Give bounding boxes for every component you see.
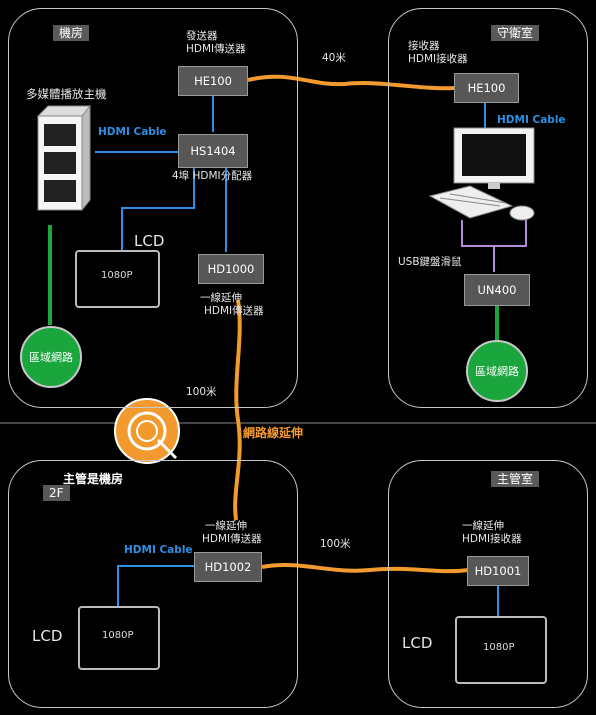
caption-kvm: USB鍵盤滑鼠 — [398, 256, 462, 268]
lcd-screen-top: 1080P — [75, 250, 160, 308]
caption-media-host: 多媒體播放主機 — [26, 87, 107, 101]
lcd-label-bottom-left: LCD — [32, 627, 63, 645]
cable-label-bottom: HDMI Cable — [124, 544, 193, 556]
lcd-label-bottom-right: LCD — [402, 634, 433, 652]
lcd-resolution-top: 1080P — [101, 270, 133, 281]
room-machine-room: 機房 — [8, 8, 298, 408]
cable-label-host: HDMI Cable — [98, 126, 167, 138]
caption-he100-rx-line2: HDMI接收器 — [408, 53, 468, 65]
caption-hd1002-line1: 一線延伸 — [205, 520, 247, 532]
orange-cable-100m-bottom — [261, 563, 469, 574]
device-hd1000: HD1000 — [198, 254, 264, 284]
room-label-supervisor-machine-room: 主管是機房 — [63, 472, 124, 486]
device-un400: UN400 — [464, 274, 530, 306]
distance-40m: 40米 — [322, 52, 346, 64]
device-hd1002: HD1002 — [194, 552, 262, 582]
room-label-machine-room: 機房 — [53, 25, 90, 41]
device-he100-receiver: HE100 — [454, 73, 519, 103]
blue-cable-splitter-lcd — [121, 168, 195, 250]
cable-coil-icon — [114, 398, 180, 464]
orange-cable-100m-vertical — [233, 299, 242, 521]
caption-splitter: 4埠 HDMI分配器 — [172, 170, 253, 182]
caption-hd1001-line2: HDMI接收器 — [462, 533, 522, 545]
keyboard-icon — [428, 185, 514, 219]
computer-monitor-icon — [453, 127, 535, 189]
media-host-icon — [36, 104, 92, 212]
room-label-floor: 2F — [43, 485, 70, 501]
caption-hd1000-line1: 一線延伸 — [200, 292, 242, 304]
room-label-supervisor-room: 主管室 — [491, 471, 540, 487]
caption-hd1001-line1: 一線延伸 — [462, 520, 504, 532]
distance-100m-bottom: 100米 — [320, 538, 351, 550]
blue-cable-hd1002-lcd — [117, 565, 195, 606]
lcd-label-top: LCD — [134, 232, 165, 250]
room-supervisor-machine-room: 主管是機房 2F — [8, 460, 298, 708]
mouse-icon — [509, 205, 535, 221]
caption-he100-tx-line1: 發送器 — [186, 30, 218, 42]
room-label-guard-room: 守衛室 — [491, 25, 540, 41]
caption-he100-rx-line1: 接收器 — [408, 40, 440, 52]
caption-hd1002-line2: HDMI傳送器 — [202, 533, 262, 545]
device-hs1404-splitter: HS1404 — [178, 134, 248, 168]
room-supervisor-room: 主管室 — [388, 460, 588, 708]
distance-100m-vertical: 100米 — [186, 386, 217, 398]
orange-cable-40m — [247, 74, 455, 91]
device-he100-transmitter: HE100 — [178, 66, 248, 96]
lcd-screen-bottom-left: 1080P — [78, 606, 160, 670]
network-extend-label: 網路線延伸 — [243, 426, 304, 440]
device-hd1001: HD1001 — [467, 556, 529, 586]
room-guard-room: 守衛室 — [388, 8, 588, 408]
lan-circle-left: 區域網路 — [20, 326, 82, 388]
caption-hd1000-line2: HDMI傳送器 — [204, 305, 264, 317]
lcd-resolution-bottom-right: 1080P — [483, 642, 515, 653]
caption-he100-tx-line2: HDMI傳送器 — [186, 43, 246, 55]
lcd-screen-bottom-right: 1080P — [455, 616, 547, 684]
lcd-resolution-bottom-left: 1080P — [102, 630, 134, 641]
lan-circle-right: 區域網路 — [466, 340, 528, 402]
cable-label-guard: HDMI Cable — [497, 114, 566, 126]
